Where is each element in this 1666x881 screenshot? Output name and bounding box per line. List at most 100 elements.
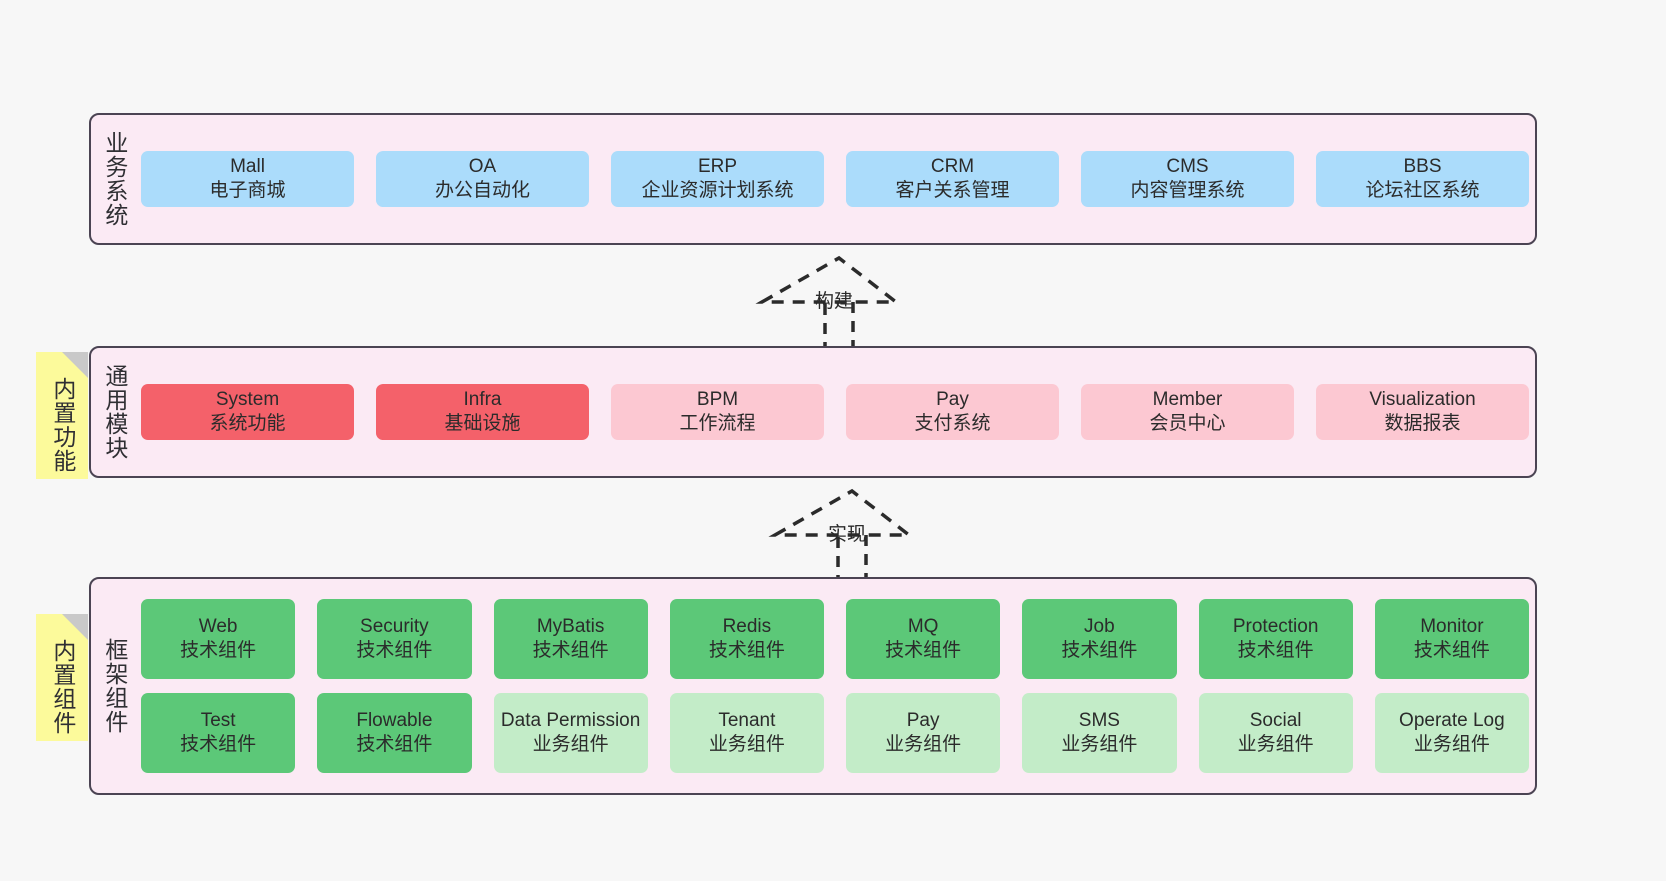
card-bpm[interactable]: BPM 工作流程 bbox=[611, 383, 824, 441]
card-subtitle: 内容管理系统 bbox=[1130, 180, 1245, 201]
card-subtitle: 业务组件 bbox=[1061, 734, 1138, 755]
card-bbs[interactable]: BBS 论坛社区系统 bbox=[1316, 150, 1529, 208]
card-subtitle: 企业资源计划系统 bbox=[641, 180, 794, 201]
layer-framework-component-label: 框架组件 bbox=[101, 638, 128, 734]
business-card-row: Mall 电子商城 OA 办公自动化 ERP 企业资源计划系统 CRM 客户关系… bbox=[141, 150, 1529, 208]
layer-common-module-body: System 系统功能 Infra 基础设施 BPM 工作流程 Pay 支付系统… bbox=[137, 348, 1535, 476]
card-title: Mall bbox=[230, 155, 265, 177]
card-tenant[interactable]: Tenant 业务组件 bbox=[669, 693, 824, 773]
card-sms[interactable]: SMS 业务组件 bbox=[1022, 693, 1177, 773]
layer-business-system-label: 业务系统 bbox=[101, 131, 128, 227]
card-title: Pay bbox=[936, 388, 969, 410]
card-subtitle: 业务组件 bbox=[708, 734, 785, 755]
card-operate-log[interactable]: Operate Log 业务组件 bbox=[1374, 693, 1529, 773]
card-title: Redis bbox=[722, 615, 772, 637]
card-mall[interactable]: Mall 电子商城 bbox=[141, 150, 354, 208]
card-protection[interactable]: Protection 技术组件 bbox=[1198, 599, 1353, 679]
card-subtitle: 系统功能 bbox=[209, 413, 286, 434]
card-subtitle: 业务组件 bbox=[532, 734, 609, 755]
card-title: ERP bbox=[697, 155, 738, 177]
card-subtitle: 技术组件 bbox=[708, 640, 785, 661]
card-subtitle: 技术组件 bbox=[885, 640, 962, 661]
card-subtitle: 客户关系管理 bbox=[895, 180, 1010, 201]
card-test[interactable]: Test 技术组件 bbox=[141, 693, 296, 773]
connector-build-label: 构建 bbox=[815, 291, 854, 312]
card-subtitle: 技术组件 bbox=[356, 640, 433, 661]
card-mq[interactable]: MQ 技术组件 bbox=[846, 599, 1001, 679]
layer-framework-component: 框架组件 Web 技术组件 Security 技术组件 MyBatis 技术组件… bbox=[89, 577, 1537, 795]
card-title: BBS bbox=[1403, 155, 1442, 177]
connector-build: 构建 bbox=[755, 255, 902, 353]
layer-business-system-body: Mall 电子商城 OA 办公自动化 ERP 企业资源计划系统 CRM 客户关系… bbox=[137, 115, 1535, 243]
card-subtitle: 技术组件 bbox=[180, 640, 257, 661]
connector-implement-label: 实现 bbox=[828, 524, 867, 545]
card-subtitle: 技术组件 bbox=[356, 734, 433, 755]
layer-business-system: 业务系统 Mall 电子商城 OA 办公自动化 ERP 企业资源计划系统 CRM… bbox=[89, 113, 1537, 245]
card-data-permission[interactable]: Data Permission 业务组件 bbox=[493, 693, 648, 773]
card-visualization[interactable]: Visualization 数据报表 bbox=[1316, 383, 1529, 441]
card-subtitle: 技术组件 bbox=[1061, 640, 1138, 661]
note-builtin-components: 内置组件 bbox=[36, 614, 88, 741]
card-subtitle: 业务组件 bbox=[1237, 734, 1314, 755]
layer-common-module: 通用模块 System 系统功能 Infra 基础设施 BPM 工作流程 Pay… bbox=[89, 346, 1537, 478]
card-title: System bbox=[215, 388, 280, 410]
card-subtitle: 技术组件 bbox=[1237, 640, 1314, 661]
card-subtitle: 数据报表 bbox=[1384, 413, 1461, 434]
card-title: Member bbox=[1152, 388, 1223, 410]
card-subtitle: 基础设施 bbox=[444, 413, 521, 434]
layer-common-module-label: 通用模块 bbox=[101, 364, 128, 460]
card-cms[interactable]: CMS 内容管理系统 bbox=[1081, 150, 1294, 208]
card-title: SMS bbox=[1078, 709, 1120, 731]
card-subtitle: 办公自动化 bbox=[434, 180, 530, 201]
card-mybatis[interactable]: MyBatis 技术组件 bbox=[493, 599, 648, 679]
card-subtitle: 会员中心 bbox=[1149, 413, 1226, 434]
card-subtitle: 工作流程 bbox=[679, 413, 756, 434]
card-subtitle: 业务组件 bbox=[1413, 734, 1490, 755]
card-title: BPM bbox=[696, 388, 739, 410]
note-builtin-features: 内置功能 bbox=[36, 352, 88, 479]
card-erp[interactable]: ERP 企业资源计划系统 bbox=[611, 150, 824, 208]
card-title: MQ bbox=[907, 615, 939, 637]
card-subtitle: 技术组件 bbox=[1413, 640, 1490, 661]
card-web[interactable]: Web 技术组件 bbox=[141, 599, 296, 679]
card-subtitle: 业务组件 bbox=[885, 734, 962, 755]
card-subtitle: 支付系统 bbox=[914, 413, 991, 434]
framework-tech-row: Web 技术组件 Security 技术组件 MyBatis 技术组件 Redi… bbox=[141, 599, 1529, 679]
card-title: MyBatis bbox=[536, 615, 605, 637]
note-builtin-features-label: 内置功能 bbox=[49, 376, 76, 473]
card-member[interactable]: Member 会员中心 bbox=[1081, 383, 1294, 441]
card-subtitle: 电子商城 bbox=[209, 180, 286, 201]
card-crm[interactable]: CRM 客户关系管理 bbox=[846, 150, 1059, 208]
card-title: CRM bbox=[930, 155, 975, 177]
card-monitor[interactable]: Monitor 技术组件 bbox=[1374, 599, 1529, 679]
layer-framework-component-body: Web 技术组件 Security 技术组件 MyBatis 技术组件 Redi… bbox=[137, 579, 1535, 793]
card-title: Job bbox=[1084, 615, 1115, 637]
card-title: Visualization bbox=[1369, 388, 1476, 410]
card-title: CMS bbox=[1166, 155, 1209, 177]
card-title: Operate Log bbox=[1399, 709, 1505, 731]
connector-implement: 实现 bbox=[768, 488, 915, 586]
card-pay[interactable]: Pay 支付系统 bbox=[846, 383, 1059, 441]
card-infra[interactable]: Infra 基础设施 bbox=[376, 383, 589, 441]
card-subtitle: 技术组件 bbox=[180, 734, 257, 755]
card-flowable[interactable]: Flowable 技术组件 bbox=[317, 693, 472, 773]
card-oa[interactable]: OA 办公自动化 bbox=[376, 150, 589, 208]
framework-biz-row: Test 技术组件 Flowable 技术组件 Data Permission … bbox=[141, 693, 1529, 773]
card-system[interactable]: System 系统功能 bbox=[141, 383, 354, 441]
card-security[interactable]: Security 技术组件 bbox=[317, 599, 472, 679]
card-title: Flowable bbox=[356, 709, 433, 731]
card-redis[interactable]: Redis 技术组件 bbox=[669, 599, 824, 679]
card-title: Data Permission bbox=[500, 709, 641, 731]
card-title: Tenant bbox=[718, 709, 776, 731]
common-card-row: System 系统功能 Infra 基础设施 BPM 工作流程 Pay 支付系统… bbox=[141, 383, 1529, 441]
card-title: Protection bbox=[1232, 615, 1319, 637]
card-subtitle: 论坛社区系统 bbox=[1365, 180, 1480, 201]
card-job[interactable]: Job 技术组件 bbox=[1022, 599, 1177, 679]
card-subtitle: 技术组件 bbox=[532, 640, 609, 661]
card-title: Infra bbox=[463, 388, 502, 410]
card-title: Pay bbox=[906, 709, 940, 731]
card-title: OA bbox=[468, 155, 497, 177]
card-pay-component[interactable]: Pay 业务组件 bbox=[846, 693, 1001, 773]
card-social[interactable]: Social 业务组件 bbox=[1198, 693, 1353, 773]
